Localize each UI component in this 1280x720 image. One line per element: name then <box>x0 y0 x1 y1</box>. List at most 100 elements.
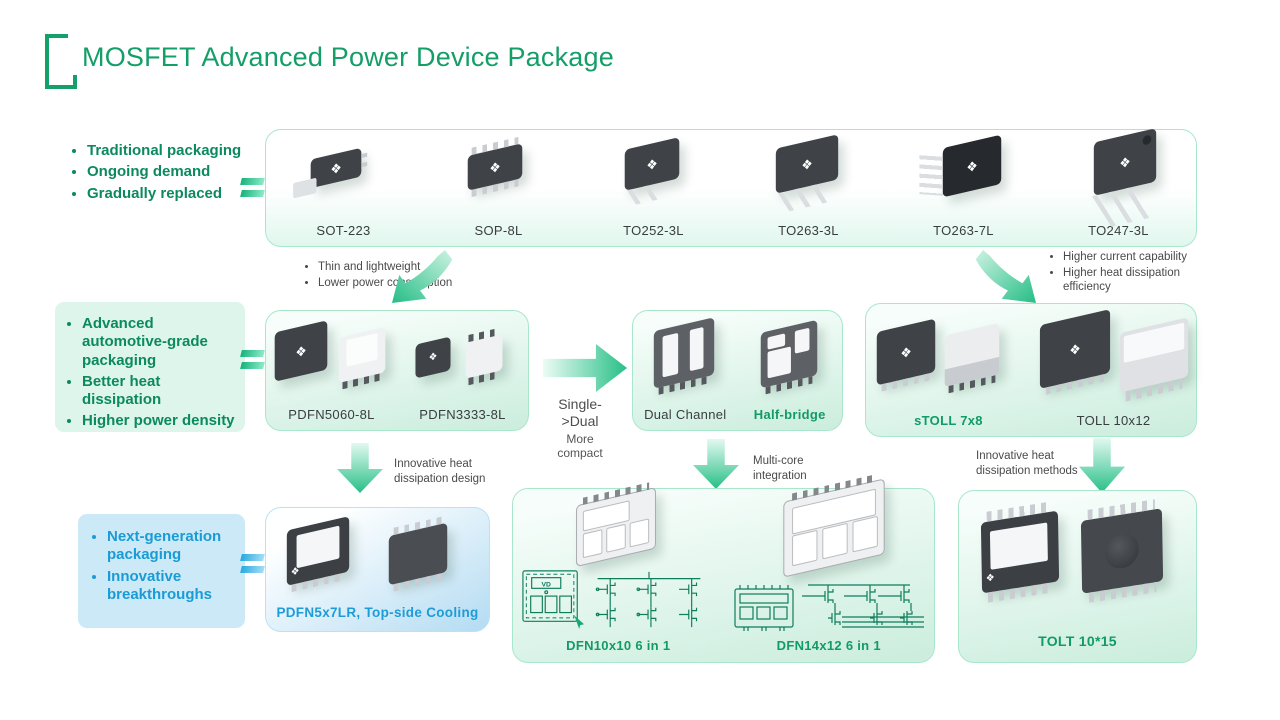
schematic-pointer-arrow <box>574 615 585 630</box>
package-image-to247 <box>1091 128 1157 227</box>
connector-bars-stage3 <box>240 554 265 573</box>
flow-arrow-down-left <box>337 443 383 493</box>
curved-arrow-down-left <box>392 250 453 303</box>
chip-logo-icon <box>986 573 995 584</box>
package-cell-sop8l: SOP-8L <box>421 130 576 246</box>
schematic-dfn10: VD <box>522 570 701 630</box>
stage2-pdfn-box: PDFN5060-8L PDFN3333-8L <box>265 310 529 431</box>
chip-logo-icon <box>900 344 911 360</box>
package-label: TO247-3L <box>1088 223 1149 238</box>
package-label: DFN10x10 6 in 1 <box>566 638 671 653</box>
package-image-pdfn57-top <box>286 516 350 592</box>
bullet-item: Higher power density <box>82 412 239 430</box>
schematic-vd-label: VD <box>542 581 552 588</box>
schematic-dfn14 <box>733 584 924 631</box>
note-item: Higher heat dissipation efficiency <box>1063 266 1201 295</box>
package-cell-stoll: sTOLL 7x8 <box>866 304 1031 436</box>
bullet-item: Better heat dissipation <box>82 373 239 410</box>
chip-logo-icon <box>966 158 977 174</box>
package-label: SOP-8L <box>474 223 523 238</box>
bullet-item: Ongoing demand <box>87 163 259 181</box>
package-image-half-bridge <box>760 319 818 395</box>
chip-logo-icon <box>489 159 500 175</box>
package-cell-dual-channel: Dual Channel <box>633 311 738 430</box>
package-label: PDFN5x7LR, Top-side Cooling <box>276 605 479 620</box>
package-image-dfn14 <box>782 474 886 578</box>
package-label: TO263-3L <box>778 223 839 238</box>
package-label: Dual Channel <box>644 407 727 422</box>
package-label: sTOLL 7x8 <box>914 413 983 428</box>
package-image-to263-3 <box>775 134 839 212</box>
bullet-item: Traditional packaging <box>87 142 259 160</box>
stage2-channel-box: Dual Channel Half-bridge <box>632 310 843 431</box>
package-figure <box>731 130 886 223</box>
package-image-sot223 <box>293 147 368 199</box>
curved-arrow-down-right <box>975 250 1036 303</box>
package-image-pdfn5060-front <box>274 320 328 382</box>
package-image-pdfn57-bottom <box>388 516 448 592</box>
connector-bar <box>240 190 265 197</box>
package-cell-to263-7: TO263-7L <box>886 130 1041 246</box>
stage3-pdfn57-box: PDFN5x7LR, Top-side Cooling <box>265 507 490 632</box>
chip-logo-icon <box>291 567 300 579</box>
connector-bar <box>240 362 265 369</box>
bullet-item: Gradually replaced <box>87 185 259 203</box>
package-figure <box>397 311 528 407</box>
package-cell-to247: TO247-3L <box>1041 128 1196 246</box>
package-image-pdfn5060-back <box>338 327 386 390</box>
package-image-stoll-front <box>876 318 936 392</box>
package-label: DFN14x12 6 in 1 <box>776 638 881 653</box>
stage3-bullet-panel: Next-generation packaging Innovative bre… <box>78 514 245 628</box>
note-higher-capability: Higher current capability Higher heat di… <box>1050 250 1201 296</box>
note-item: Thin and lightweight <box>318 260 456 275</box>
package-image-stoll-back <box>944 323 1000 394</box>
package-cell-half-bridge: Half-bridge <box>738 311 843 430</box>
caption-main: Single->Dual <box>558 396 602 429</box>
chip-logo-icon <box>801 156 812 172</box>
bullet-item: Advanced automotive-grade packaging <box>82 315 239 370</box>
package-label: TOLT 10*15 <box>1038 633 1117 649</box>
package-image-toll-front <box>1039 309 1111 395</box>
package-image-pdfn3333-front <box>415 336 451 379</box>
stage3-tolt-box: TOLT 10*15 <box>958 490 1197 663</box>
connector-bars-stage1 <box>240 178 265 197</box>
bullet-item: Innovative breakthroughs <box>107 568 239 605</box>
package-cell-toll: TOLL 10x12 <box>1031 304 1196 436</box>
package-figure <box>1041 128 1196 227</box>
package-cell-sot223: SOT-223 <box>266 130 421 246</box>
flow-arrow-right <box>543 344 627 392</box>
chip-logo-icon <box>1119 154 1130 170</box>
package-label: Half-bridge <box>753 407 826 422</box>
package-figure <box>633 311 738 407</box>
connector-bars-stage2 <box>240 350 265 369</box>
package-cell-pdfn5060: PDFN5060-8L <box>266 311 397 430</box>
package-image-to263-7 <box>919 134 1002 198</box>
stage1-package-box: SOT-223 SOP-8L TO252-3L <box>265 128 1197 247</box>
package-image-tolt-front <box>980 501 1060 603</box>
package-figure <box>266 311 397 407</box>
flow-arrow-down-mid <box>693 439 739 489</box>
package-figure <box>1031 304 1196 413</box>
chip-logo-icon <box>295 343 306 359</box>
package-label: TO252-3L <box>623 223 684 238</box>
dfn10-column: VD DFN10x10 6 in 1 <box>513 482 724 662</box>
package-cell-to252: TO252-3L <box>576 130 731 246</box>
package-image-to252 <box>624 137 680 205</box>
package-image-toll-back <box>1119 317 1189 402</box>
package-figure <box>866 304 1031 413</box>
package-image-pdfn3333-back <box>465 327 503 386</box>
package-figure <box>421 130 576 223</box>
connector-bar <box>240 350 265 357</box>
connector-bar <box>240 178 265 185</box>
package-cell-pdfn3333: PDFN3333-8L <box>397 311 528 430</box>
package-figure <box>886 130 1041 223</box>
note-heat-methods: Innovative heat dissipation methods <box>976 450 1078 477</box>
package-image-dual-channel <box>653 317 715 395</box>
package-label: TOLL 10x12 <box>1076 413 1151 428</box>
package-cell-to263-3: TO263-3L <box>731 130 886 246</box>
package-image-dfn10 <box>575 482 657 568</box>
package-label: TO263-7L <box>933 223 994 238</box>
chip-logo-icon <box>1069 341 1080 357</box>
stage1-bullet-list: Traditional packaging Ongoing demand Gra… <box>70 142 259 206</box>
